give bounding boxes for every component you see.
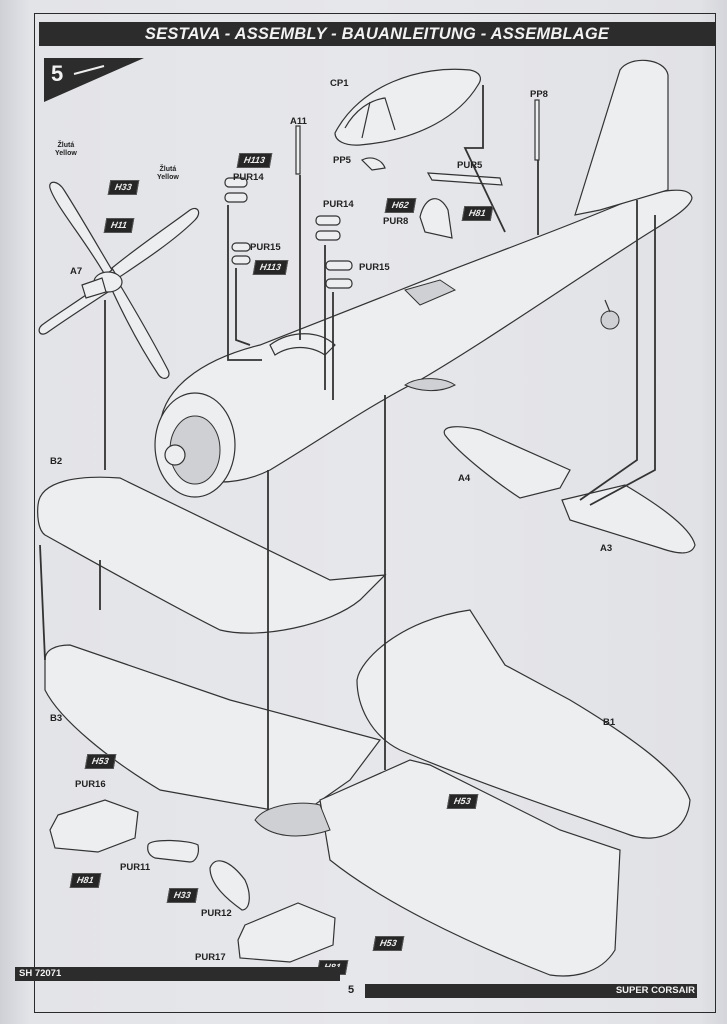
footer-bar-right [365, 984, 697, 998]
label-pur11: PUR11 [120, 862, 151, 873]
label-a3: A3 [600, 543, 613, 554]
color-note-right: Žlutá Yellow [157, 166, 179, 182]
fuselage [154, 59, 693, 498]
paint-tag-pur11-12: H33 [166, 888, 198, 903]
page-number: 5 [348, 984, 355, 996]
paint-tag-pur16: H81 [69, 873, 101, 888]
paint-tag-pur15: H113 [252, 260, 289, 275]
part-pur16 [49, 799, 139, 853]
paint-tag-b3-doors: H53 [84, 754, 116, 769]
part-pur12 [209, 860, 250, 911]
propeller-a7 [38, 181, 200, 379]
label-pur5: PUR5 [457, 160, 483, 171]
paint-tag-pur14: H113 [236, 153, 273, 168]
label-b2: B2 [50, 456, 63, 467]
label-pur16: PUR16 [75, 779, 106, 790]
paint-tag-center-doors: H53 [372, 936, 404, 951]
kit-name: SUPER CORSAIR [615, 985, 695, 996]
label-pur15-right: PUR15 [359, 262, 390, 273]
part-pur8 [419, 198, 453, 239]
part-pp8-antenna [534, 99, 540, 161]
label-pur14-left: PUR14 [233, 172, 264, 183]
color-note-right-en: Yellow [157, 174, 179, 181]
part-pur5 [426, 172, 503, 186]
step-number: 5 [51, 61, 64, 86]
paint-tag-pur5: H81 [461, 206, 493, 221]
part-pur11 [147, 839, 200, 863]
color-note-left-en: Yellow [55, 150, 77, 157]
label-b1: B1 [603, 717, 616, 728]
label-a11: A11 [290, 116, 307, 127]
kit-code: SH 72071 [19, 968, 62, 979]
label-cp1: CP1 [330, 78, 349, 89]
label-pur15-left: PUR15 [250, 242, 281, 253]
part-b2-wing-upper-left [37, 476, 387, 634]
part-a11-rod [295, 125, 301, 175]
part-wing-lower-right [319, 759, 621, 977]
label-pp8: PP8 [530, 89, 548, 100]
label-pur8: PUR8 [383, 216, 409, 227]
color-note-left-cz: Žlutá [57, 142, 75, 149]
paint-tag-pur8: H62 [384, 198, 416, 213]
label-pur17: PUR17 [195, 952, 226, 963]
label-pp5: PP5 [333, 155, 351, 166]
label-pur14-right: PUR14 [323, 199, 354, 210]
color-note-right-cz: Žlutá [159, 166, 177, 173]
label-pur12: PUR12 [201, 908, 232, 919]
color-note-left: Žlutá Yellow [55, 142, 77, 158]
part-a4-stabilizer [443, 426, 571, 499]
page-title: SESTAVA - ASSEMBLY - BAUANLEITUNG - ASSE… [39, 22, 715, 46]
part-b3-wing-lower-left [44, 644, 382, 816]
canopy-part-cp1 [334, 68, 481, 171]
label-b3: B3 [50, 713, 63, 724]
page-frame [34, 13, 716, 1013]
paint-tag-prop-hub: H11 [103, 218, 135, 233]
step-badge [44, 58, 144, 102]
paint-tag-prop-blades: H33 [107, 180, 139, 195]
part-a3-stabilizer [561, 484, 696, 554]
paint-tag-b1-doors: H53 [446, 794, 478, 809]
part-pur17 [237, 902, 336, 963]
part-b1-wing-upper-right [356, 609, 691, 839]
exhaust-stacks [224, 177, 353, 289]
label-a4: A4 [458, 473, 471, 484]
label-a7: A7 [70, 266, 83, 277]
footer-bar-left [15, 967, 340, 981]
